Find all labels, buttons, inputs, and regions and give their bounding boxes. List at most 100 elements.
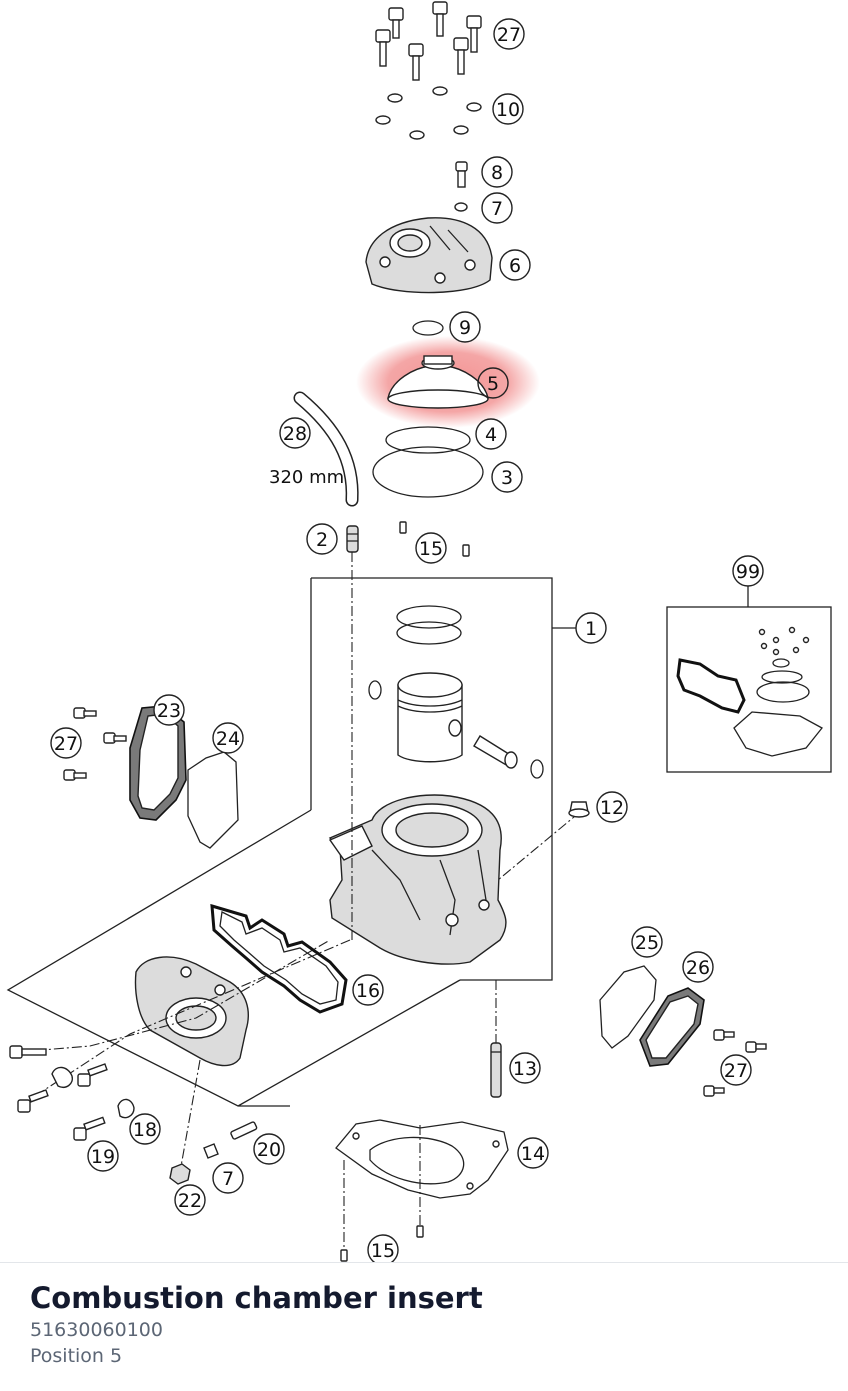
dowel-pin[interactable] bbox=[340, 1249, 348, 1262]
cylinder-head[interactable] bbox=[365, 217, 493, 294]
callout-26[interactable]: 26 bbox=[682, 951, 714, 983]
callout-7[interactable]: 7 bbox=[481, 192, 513, 224]
bolt[interactable] bbox=[9, 1045, 47, 1059]
svg-text:18: 18 bbox=[133, 1119, 157, 1141]
callout-14[interactable]: 14 bbox=[517, 1137, 549, 1169]
circlip[interactable] bbox=[368, 680, 382, 700]
screw-plug[interactable] bbox=[455, 161, 468, 188]
assembly-line bbox=[179, 1059, 201, 1173]
callout-27[interactable]: 27 bbox=[720, 1054, 752, 1086]
flange-bolt[interactable] bbox=[568, 801, 590, 818]
bolt[interactable] bbox=[73, 1116, 106, 1141]
svg-text:25: 25 bbox=[635, 932, 659, 954]
exhaust-control-gasket[interactable] bbox=[187, 751, 239, 849]
svg-text:14: 14 bbox=[521, 1143, 545, 1165]
callout-25[interactable]: 25 bbox=[631, 926, 663, 958]
callout-4[interactable]: 4 bbox=[475, 418, 507, 450]
callout-16[interactable]: 16 bbox=[352, 974, 384, 1006]
callout-13[interactable]: 13 bbox=[509, 1052, 541, 1084]
exploded-parts-diagram: 320 mm bbox=[6, 1, 832, 1262]
screw[interactable] bbox=[745, 1041, 767, 1053]
svg-text:6: 6 bbox=[509, 255, 521, 277]
svg-text:3: 3 bbox=[501, 467, 513, 489]
callout-10[interactable]: 10 bbox=[492, 93, 524, 125]
part-title: Combustion chamber insert bbox=[30, 1281, 483, 1315]
callout-6[interactable]: 6 bbox=[499, 249, 531, 281]
svg-text:13: 13 bbox=[513, 1058, 537, 1080]
bolt[interactable] bbox=[17, 1089, 49, 1113]
callout-3[interactable]: 3 bbox=[491, 461, 523, 493]
callout-11[interactable]: 27 bbox=[493, 18, 525, 50]
callout-18[interactable]: 18 bbox=[129, 1113, 161, 1145]
o-ring-inner[interactable] bbox=[385, 426, 471, 454]
cylinder-base-gasket[interactable] bbox=[335, 1119, 509, 1199]
callout-2[interactable]: 2 bbox=[306, 523, 338, 555]
callout-27[interactable]: 27 bbox=[50, 727, 82, 759]
circlip[interactable] bbox=[530, 759, 544, 779]
lock-washer[interactable] bbox=[51, 1066, 73, 1088]
callout-22[interactable]: 22 bbox=[174, 1184, 206, 1216]
assembly-line bbox=[25, 939, 351, 1103]
svg-text:27: 27 bbox=[54, 733, 78, 755]
stud[interactable] bbox=[490, 1042, 502, 1098]
callout-23[interactable]: 23 bbox=[153, 694, 185, 726]
svg-text:23: 23 bbox=[157, 700, 181, 722]
svg-text:12: 12 bbox=[600, 797, 624, 819]
callout-15[interactable]: 15 bbox=[367, 1234, 399, 1262]
exhaust-control-cover[interactable] bbox=[129, 705, 187, 821]
piston-ring[interactable] bbox=[396, 621, 462, 645]
svg-text:28: 28 bbox=[283, 423, 307, 445]
svg-text:4: 4 bbox=[485, 424, 497, 446]
screw[interactable] bbox=[73, 707, 97, 719]
piston[interactable] bbox=[397, 672, 463, 763]
svg-text:9: 9 bbox=[459, 317, 471, 339]
callout-19[interactable]: 19 bbox=[87, 1140, 119, 1172]
dowel-pin[interactable] bbox=[416, 1225, 424, 1238]
callout-20[interactable]: 20 bbox=[253, 1133, 285, 1165]
o-ring-small[interactable] bbox=[412, 320, 444, 336]
screw[interactable] bbox=[713, 1029, 735, 1041]
screw[interactable] bbox=[703, 1085, 725, 1097]
lock-washer[interactable] bbox=[117, 1098, 135, 1119]
dowel-pin[interactable] bbox=[399, 521, 407, 534]
screw[interactable] bbox=[63, 769, 87, 781]
callout-9[interactable]: 9 bbox=[449, 311, 481, 343]
cylinder-head-bolts[interactable] bbox=[375, 1, 482, 81]
callout-28[interactable]: 28 bbox=[279, 417, 311, 449]
callout-24[interactable]: 24 bbox=[212, 722, 244, 754]
gasket-set-box[interactable] bbox=[666, 586, 832, 773]
svg-text:26: 26 bbox=[686, 957, 710, 979]
callout-7[interactable]: 7 bbox=[212, 1162, 244, 1194]
flange-frame bbox=[6, 809, 461, 1107]
callout-12[interactable]: 12 bbox=[596, 791, 628, 823]
sensor[interactable] bbox=[346, 525, 359, 553]
side-cover[interactable] bbox=[639, 987, 705, 1067]
combustion-chamber-insert[interactable] bbox=[387, 355, 489, 409]
svg-text:1: 1 bbox=[585, 618, 597, 640]
svg-text:2: 2 bbox=[316, 529, 328, 551]
washer[interactable] bbox=[203, 1143, 219, 1159]
dowel-pin[interactable] bbox=[462, 544, 470, 557]
callout-8[interactable]: 8 bbox=[481, 156, 513, 188]
intake-flange[interactable] bbox=[134, 956, 249, 1067]
stud-bolt[interactable] bbox=[230, 1121, 258, 1140]
seal-ring[interactable] bbox=[454, 202, 468, 212]
piston-pin[interactable] bbox=[473, 735, 518, 769]
assembly-line bbox=[17, 939, 331, 1053]
svg-text:27: 27 bbox=[497, 24, 521, 46]
assembly-line bbox=[497, 811, 581, 881]
bolt[interactable] bbox=[77, 1063, 108, 1087]
side-gasket[interactable] bbox=[599, 965, 657, 1049]
reed-valve-gasket[interactable] bbox=[210, 903, 348, 1014]
cylinder-head-washers[interactable] bbox=[375, 86, 482, 140]
callout-1[interactable]: 1 bbox=[552, 612, 607, 644]
o-ring-outer[interactable] bbox=[372, 446, 484, 498]
piston-ring[interactable] bbox=[396, 605, 462, 629]
nut[interactable] bbox=[169, 1163, 191, 1185]
callout-99[interactable]: 99 bbox=[732, 555, 764, 587]
callout-5[interactable]: 5 bbox=[477, 367, 509, 399]
screw[interactable] bbox=[103, 732, 127, 744]
callout-15[interactable]: 15 bbox=[415, 532, 447, 564]
part-position: Position 5 bbox=[30, 1345, 123, 1367]
cylinder[interactable] bbox=[328, 794, 507, 965]
